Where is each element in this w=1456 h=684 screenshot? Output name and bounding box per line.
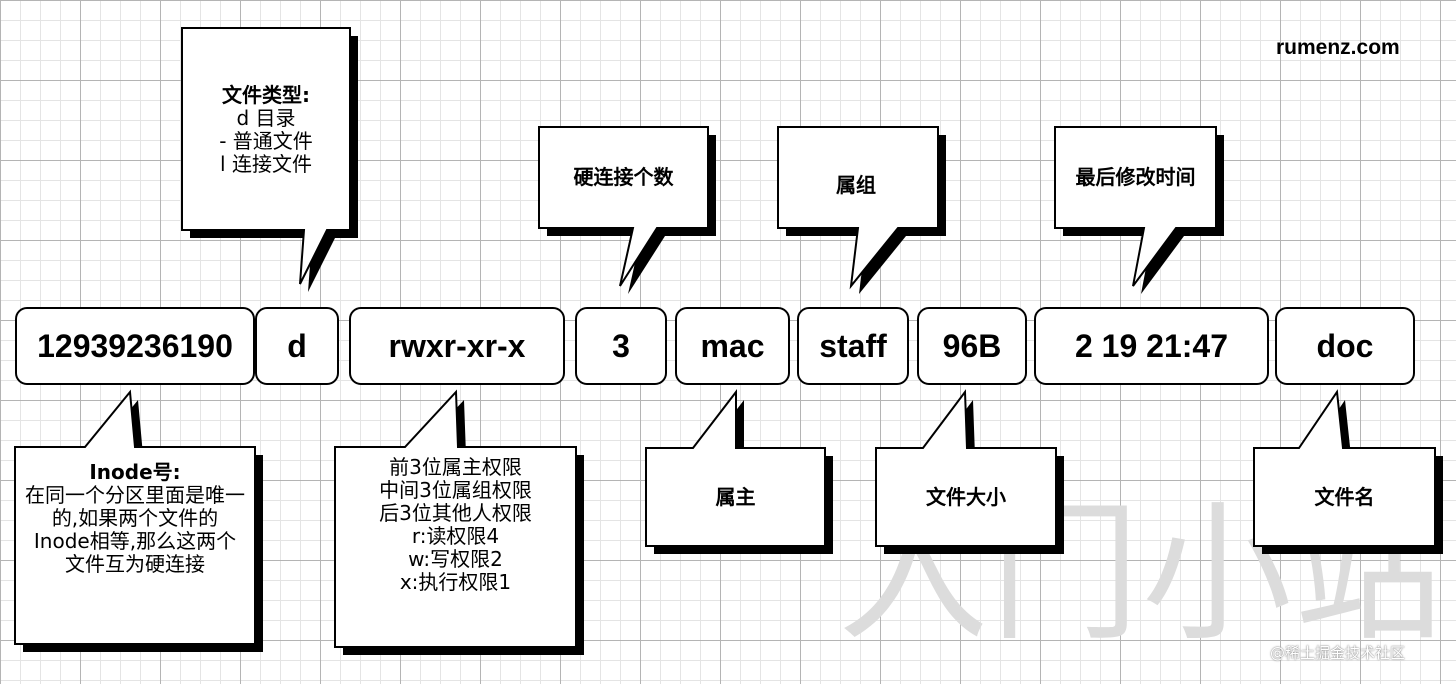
callout-group-title: 属组 [836,173,876,197]
callout-inode-title: Inode号: [89,460,181,484]
callout-owner: 属主 [646,448,825,546]
callout-group-shape [777,126,939,290]
field-size: 96B [917,307,1027,385]
callout-file-type: 文件类型: d 目录 - 普通文件 l 连接文件 [182,72,350,188]
callout-hard-links-title: 硬连接个数 [573,165,674,189]
callout-size-shape [875,389,1057,547]
callout-file-type-line: d 目录 [236,106,296,130]
callout-name-title: 文件名 [1314,484,1375,509]
callout-size: 文件大小 [876,448,1056,546]
callout-perms-line: x:执行权限1 [399,570,512,594]
callout-perms-line: 前3位属主权限 [389,455,522,479]
callout-file-type-shape [181,27,351,285]
callout-perms: 前3位属主权限 中间3位属组权限 后3位其他人权限 r:读权限4 w:写权限2 … [335,456,576,636]
callout-owner-shape [645,389,826,547]
callout-inode-body: 在同一个分区里面是唯一的,如果两个文件的Inode相等,那么这两个文件互为硬连接 [25,483,245,576]
callout-perms-shape [334,389,577,648]
field-inode: 12939236190 [15,307,255,385]
callout-perms-line: 中间3位属组权限 [379,478,532,502]
callout-hard-links: 硬连接个数 [539,127,708,228]
callout-inode-shape [14,389,256,645]
callout-file-type-line: l 连接文件 [220,152,312,176]
field-permissions: rwxr-xr-x [349,307,565,385]
field-owner: mac [675,307,790,385]
callout-inode: Inode号: 在同一个分区里面是唯一的,如果两个文件的Inode相等,那么这两… [19,461,251,633]
callout-mtime: 最后修改时间 [1055,127,1216,228]
field-file-type: d [255,307,339,385]
callout-hard-links-shape [538,126,709,287]
site-label: rumenz.com [1276,36,1400,59]
field-mtime: 2 19 21:47 [1034,307,1269,385]
callout-name-shape [1253,389,1436,547]
callout-perms-line: r:读权限4 [411,524,500,548]
callout-perms-line: w:写权限2 [408,547,503,571]
callout-owner-title: 属主 [715,484,756,509]
footer-credit: @稀土掘金技术社区 [1270,644,1406,662]
field-hard-links: 3 [575,307,667,385]
field-name: doc [1275,307,1415,385]
callout-file-type-title: 文件类型: [222,83,310,107]
callout-size-title: 文件大小 [926,484,1006,509]
callout-mtime-shape [1054,126,1217,287]
callout-mtime-title: 最后修改时间 [1075,165,1196,189]
callout-perms-line: 后3位其他人权限 [379,501,532,525]
callout-file-type-line: - 普通文件 [219,129,313,153]
callout-name: 文件名 [1254,448,1435,546]
callout-group: 属组 [778,135,934,236]
field-group: staff [797,307,909,385]
